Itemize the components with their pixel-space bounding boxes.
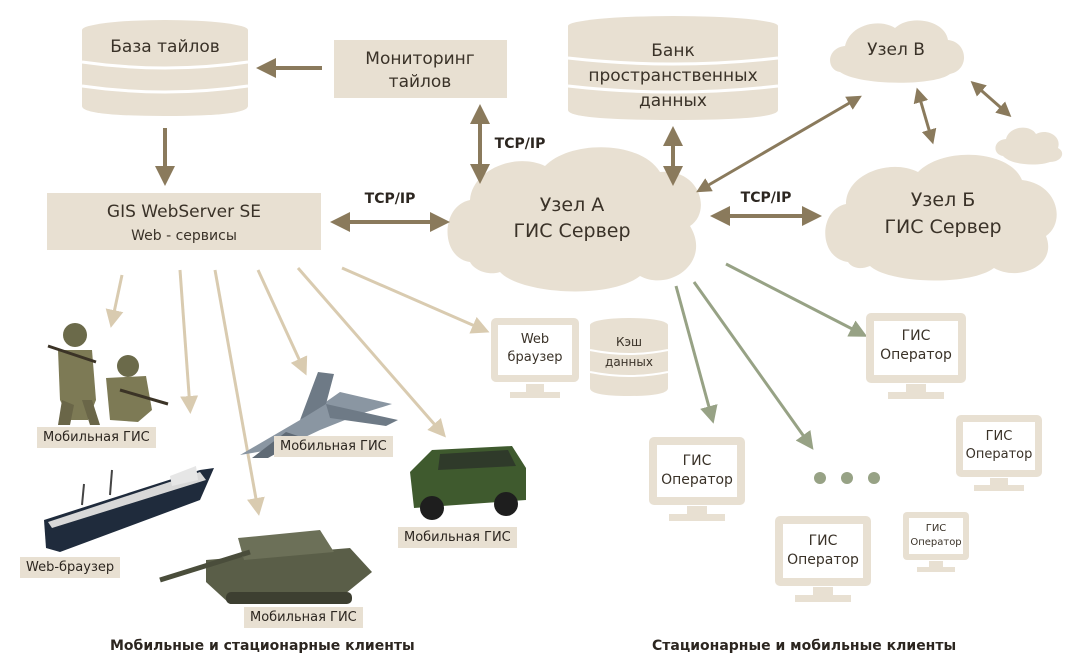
gis-operator-monitor-5: ГИС Оператор (903, 512, 969, 572)
webserver-box: GIS WebServer SE Web - сервисы (47, 193, 321, 250)
tile-monitoring-line1: Мониторинг (365, 49, 474, 69)
caption-right: Стационарные и мобильные клиенты (652, 638, 957, 654)
jet-label: Мобильная ГИС (274, 436, 393, 457)
tcp-ip-label-node-b: TCP/IP (741, 190, 792, 206)
soldiers-label: Мобильная ГИС (37, 427, 156, 448)
node-v-label: Узел В (867, 40, 925, 60)
tank-label: Мобильная ГИС (244, 607, 363, 628)
webserver-title: GIS WebServer SE (107, 202, 261, 222)
node-a-line1: Узел А (540, 194, 605, 216)
spatial-bank-line1: Банк (651, 41, 694, 61)
operator-1-line1: ГИС (902, 328, 931, 344)
web-browser-line1: Web (521, 332, 549, 347)
cache-line1: Кэш (616, 335, 642, 349)
node-b-line1: Узел Б (911, 189, 976, 211)
jeep-label: Мобильная ГИС (398, 527, 517, 548)
arrow-node-a-node-v (696, 95, 862, 193)
node-b-line2: ГИС Сервер (884, 216, 1001, 238)
caption-left: Мобильные и стационарные клиенты (110, 638, 415, 654)
tcp-ip-label-webserver: TCP/IP (365, 191, 416, 207)
tcp-ip-label-monitoring: TCP/IP (495, 136, 546, 152)
web-browser-line2: браузер (507, 350, 562, 365)
node-a-line2: ГИС Сервер (513, 220, 630, 242)
web-browser-monitor: Web браузер (491, 318, 579, 398)
gis-operator-monitor-4: ГИС Оператор (956, 415, 1042, 491)
operator-5-line2: Оператор (910, 537, 961, 548)
more-clients-dots (814, 472, 880, 484)
tile-base-label: База тайлов (110, 37, 220, 57)
tile-base-db: База тайлов (81, 20, 249, 116)
cache-line2: данных (605, 355, 653, 369)
node-a-cloud: Узел А ГИС Сервер (447, 147, 701, 292)
node-b-cloud: Узел Б ГИС Сервер (825, 154, 1057, 281)
tile-monitoring-line2: тайлов (389, 72, 452, 92)
spatial-bank-line3: данных (639, 91, 707, 111)
soldiers-illustration (47, 323, 169, 425)
spatial-bank-line2: пространственных (588, 66, 757, 86)
jeep-illustration (410, 446, 526, 520)
operator-5-line1: ГИС (926, 523, 947, 534)
tank-illustration (159, 530, 372, 604)
gis-operator-monitor-1: ГИС Оператор (866, 313, 966, 399)
operator-2-line1: ГИС (683, 453, 712, 469)
cache-db: Кэш данных (589, 318, 669, 396)
arrow-node-v-small-cloud (970, 81, 1012, 117)
spatial-bank-db: Банк пространственных данных (567, 16, 779, 120)
operator-4-line2: Оператор (966, 447, 1033, 462)
ship-label: Web-браузер (20, 557, 121, 578)
operator-3-line2: Оператор (787, 552, 859, 568)
node-a-operator-links (674, 262, 868, 450)
gis-operator-monitor-2: ГИС Оператор (649, 437, 745, 521)
operator-1-line2: Оператор (880, 347, 952, 363)
webserver-client-links (105, 266, 490, 516)
operator-2-line2: Оператор (661, 472, 733, 488)
operator-3-line1: ГИС (809, 533, 838, 549)
tile-monitoring-box: Мониторинг тайлов (334, 40, 507, 98)
small-cloud-icon (995, 127, 1063, 165)
node-v-cloud: Узел В (830, 20, 965, 83)
webserver-subtitle: Web - сервисы (131, 228, 237, 244)
ship-illustration (44, 466, 214, 552)
operator-4-line1: ГИС (986, 429, 1013, 444)
gis-operator-monitor-3: ГИС Оператор (775, 516, 871, 602)
arrow-node-v-node-b (913, 87, 937, 145)
